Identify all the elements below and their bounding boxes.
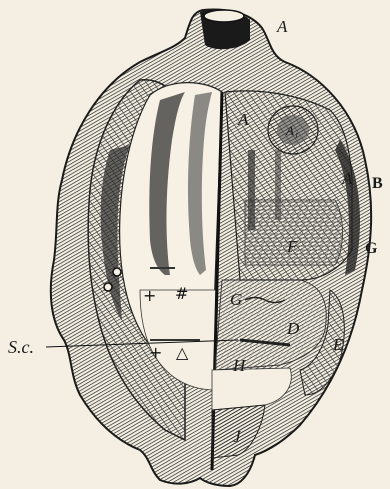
label-A-right: A [342, 170, 352, 187]
marker-circle-1 [113, 268, 121, 276]
right-strip-2 [275, 150, 281, 220]
label-E: E [333, 336, 343, 353]
symbol-plus-lower: + [149, 345, 162, 361]
label-D: D [287, 320, 299, 337]
symbol-hash: # [175, 286, 188, 302]
symbol-triangle: △ [176, 345, 188, 361]
label-H: H [233, 357, 245, 374]
label-Sc: S.c. [8, 338, 34, 356]
label-A-top: A [277, 18, 287, 35]
label-F: F [287, 238, 297, 255]
symbol-plus-upper: + [143, 288, 156, 304]
label-B: B [372, 176, 383, 192]
right-strip-1 [248, 150, 255, 230]
label-G-center: G [230, 291, 242, 308]
label-A-left: A [238, 111, 248, 128]
label-A1: A₁ [286, 124, 298, 137]
label-J: J [233, 428, 241, 445]
label-G-right: G [365, 241, 377, 257]
marker-circle-2 [104, 283, 112, 291]
